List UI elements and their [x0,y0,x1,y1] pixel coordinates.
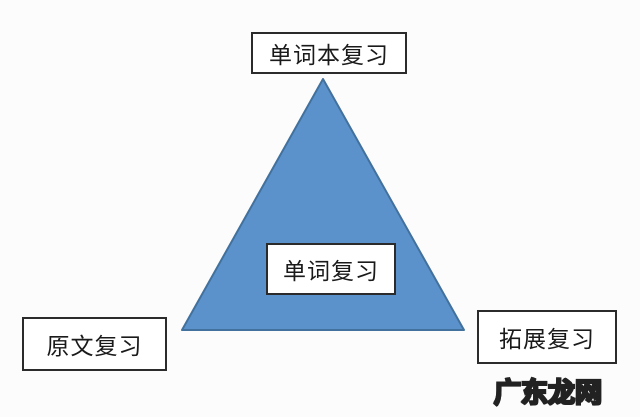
box-original-text-review-label: 原文复习 [46,334,143,359]
box-wordbook-review: 单词本复习 [251,32,407,74]
box-extended-review: 拓展复习 [477,310,617,364]
site-watermark: 广东龙网 [493,377,603,410]
box-original-text-review: 原文复习 [22,317,167,371]
box-wordbook-review-label: 单词本复习 [269,43,389,68]
box-word-review: 单词复习 [266,243,396,295]
box-extended-review-label: 拓展复习 [499,327,595,352]
box-word-review-label: 单词复习 [283,259,379,284]
